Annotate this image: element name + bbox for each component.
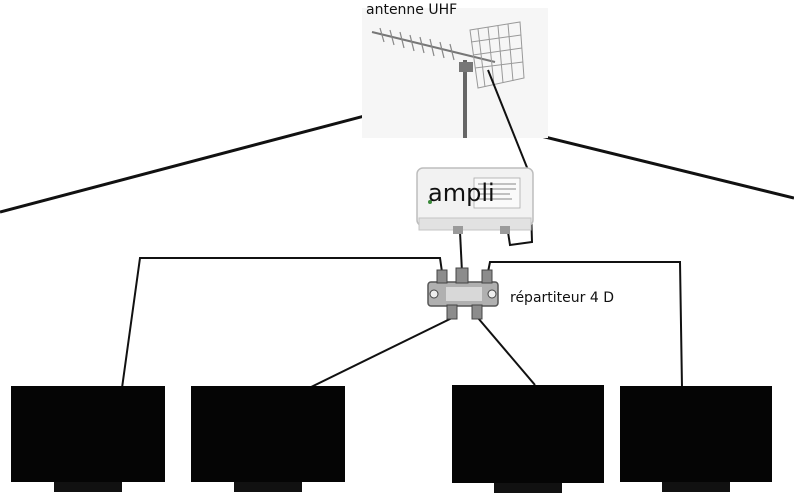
amplifier-output-connector (453, 226, 463, 234)
amplifier (416, 167, 534, 234)
splitter-connectors (436, 267, 493, 320)
cable-amp-to-splitter (459, 231, 463, 273)
tv-4-stand (662, 482, 730, 492)
tv-2 (191, 386, 345, 492)
antenna-photo-background (362, 8, 548, 138)
tv-2-stand (234, 482, 302, 492)
antenna-label: antenne UHF (366, 2, 458, 18)
antenna-elements (379, 27, 455, 61)
uhf-antenna (362, 8, 548, 138)
amplifier-label-lines (478, 183, 516, 200)
tv-3-stand (494, 483, 562, 493)
antenna-boom (371, 31, 496, 63)
splitter-mount-hole-left (429, 289, 439, 299)
cables (121, 69, 683, 391)
cable-splitter-to-tv2 (304, 317, 453, 391)
amplifier-power-led (428, 200, 432, 204)
antenna-mast-clamp (459, 62, 473, 72)
amplifier-base (418, 217, 532, 231)
cable-splitter-to-tv3 (477, 317, 536, 386)
splitter-label-panel (446, 287, 482, 301)
cable-splitter-to-tv4 (487, 261, 683, 389)
antenna-reflector-grid (469, 21, 525, 89)
amplifier-input-connector (500, 226, 510, 234)
tv-4-screen (620, 386, 772, 482)
tv-3 (452, 385, 604, 493)
cable-antenna-to-amp (487, 69, 534, 247)
tv-3-screen (452, 385, 604, 483)
cable-splitter-to-tv1 (121, 257, 443, 389)
amplifier-label: ampli (428, 179, 495, 207)
tv-4 (620, 386, 772, 492)
tv-1 (11, 386, 165, 492)
splitter (427, 267, 499, 320)
amplifier-info-label (473, 177, 521, 209)
tv-1-screen (11, 386, 165, 482)
tv-2-screen (191, 386, 345, 482)
tv-1-stand (54, 482, 122, 492)
splitter-mount-hole-right (487, 289, 497, 299)
splitter-label: répartiteur 4 D (510, 290, 614, 306)
